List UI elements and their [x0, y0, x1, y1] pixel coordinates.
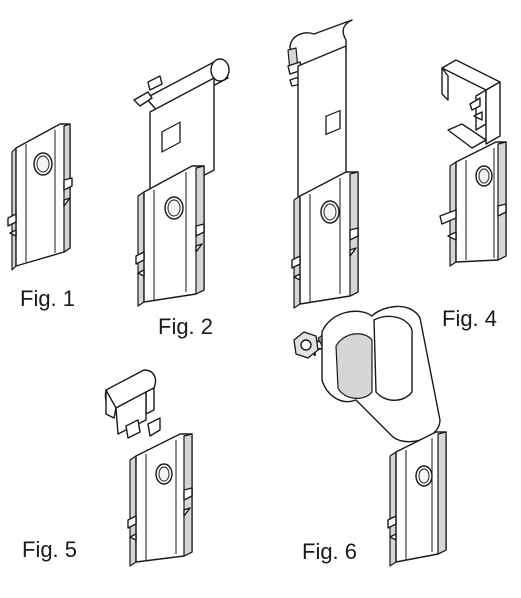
fig4-label: Fig. 4 [442, 306, 497, 331]
fig6-label: Fig. 6 [302, 539, 357, 564]
fig2-bracket [133, 58, 230, 307]
fig5-bracket [104, 369, 193, 567]
fig1-label: Fig. 1 [20, 286, 75, 311]
fig6-clamp-bracket [293, 305, 447, 567]
fig1-bracket [7, 123, 73, 271]
fig5-label: Fig. 5 [22, 537, 77, 562]
fig2-label: Fig. 2 [158, 314, 213, 339]
fig3-bracket [287, 19, 359, 309]
fig4-bracket [439, 59, 507, 267]
